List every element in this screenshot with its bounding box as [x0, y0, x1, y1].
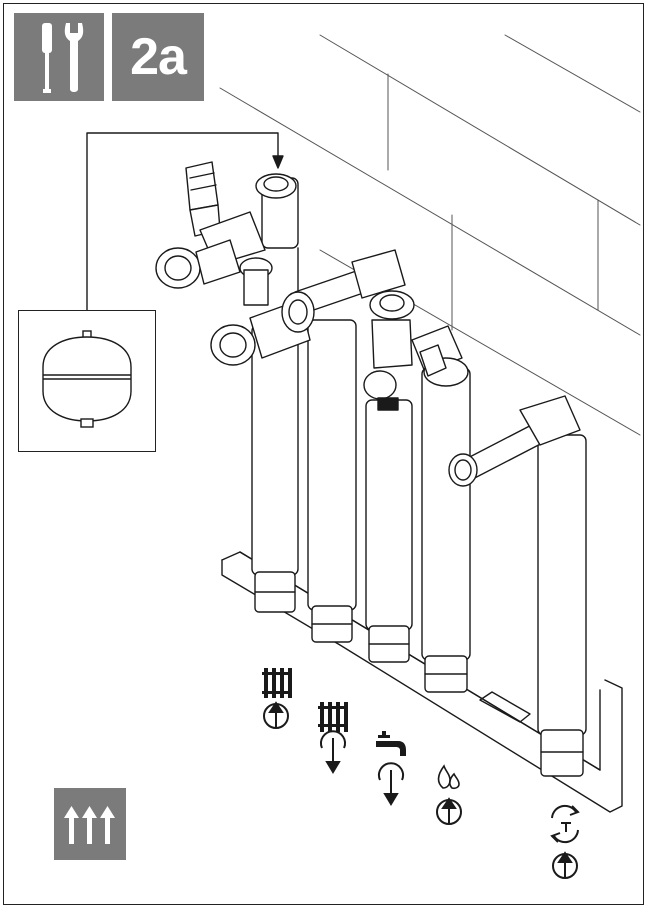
- expansion-vessel-inset: [18, 310, 156, 452]
- heating-flow-symbol: [262, 668, 292, 729]
- triple-up-arrow-icon: [64, 806, 115, 844]
- pipe-hot-water: [365, 399, 413, 663]
- screwdriver-wrench-icon: [42, 23, 84, 93]
- pipe-cold-water: [448, 395, 587, 777]
- pipe-heating-return: [307, 319, 357, 643]
- radiator-return-down-icon: [318, 702, 348, 732]
- heating-return-symbol: [318, 702, 348, 774]
- tap-down-icon: [376, 731, 406, 756]
- valve-cluster: [155, 161, 469, 411]
- expansion-vessel-icon: [42, 330, 132, 428]
- wall-lines: [219, 34, 641, 436]
- cold-water-symbol: [550, 804, 580, 879]
- cold-water-supply-up-icon: [550, 804, 580, 844]
- page-frame: [3, 3, 644, 905]
- gas-symbol: [436, 764, 462, 825]
- tools-badge: [14, 13, 104, 101]
- radiator-flow-up-icon: [262, 668, 292, 698]
- install-upwards-badge: [54, 788, 126, 860]
- pointer-line: [86, 132, 284, 311]
- pipe-gas: [421, 367, 471, 693]
- step-badge: 2a: [112, 13, 204, 101]
- gas-flame-up-icon: [437, 764, 460, 790]
- hot-water-symbol: [376, 731, 406, 806]
